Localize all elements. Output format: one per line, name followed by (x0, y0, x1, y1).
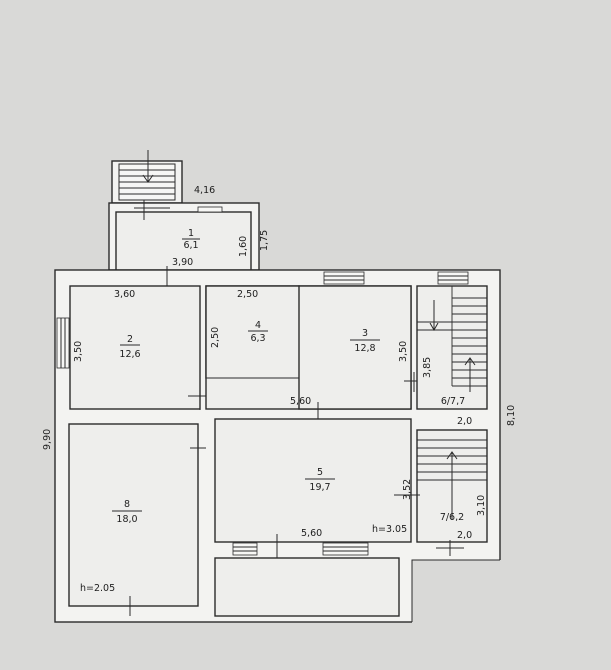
dim-room-4-width: 2,50 (237, 289, 258, 300)
dim-room-6-width: 2,0 (457, 416, 472, 427)
room-7-stairs (416, 429, 488, 556)
dim-room-2-height: 3,50 (73, 341, 84, 362)
dim-room-1-outer: 1,75 (259, 230, 270, 251)
room-2-number: 2 (127, 334, 133, 345)
dim-porch: 4,16 (194, 185, 215, 196)
dim-top: 3,90 (172, 257, 193, 268)
dim-room-1-inner: 1,60 (238, 236, 249, 257)
porch-arrow-head-icon (142, 174, 154, 183)
room-6-label: 6/7,7 (441, 396, 465, 407)
room-1-vestibule (108, 200, 260, 271)
room-2 (69, 285, 201, 410)
room-8-area: 18,0 (116, 514, 137, 525)
room-8-number: 8 (124, 499, 130, 510)
dim-mid: 5,60 (290, 396, 311, 407)
height-room-8: h=2.05 (80, 583, 115, 594)
room-7-label: 7/6,2 (440, 512, 464, 523)
window-bottom-left (232, 542, 258, 556)
room-5-area: 19,7 (309, 482, 330, 493)
lower-room (214, 557, 400, 617)
room-1-area: 6,1 (183, 240, 198, 251)
room-8 (68, 423, 199, 607)
room-5-number: 5 (317, 467, 323, 478)
dim-room-2-width: 3,60 (114, 289, 135, 300)
window-top-room-3 (323, 271, 365, 285)
dim-room-4-height: 2,50 (210, 327, 221, 348)
room-3-area: 12,8 (354, 343, 375, 354)
room-6-stairs (416, 285, 488, 410)
room-5 (214, 418, 412, 543)
room-2-area: 12,6 (119, 349, 140, 360)
dim-room-5-height: 3,52 (402, 479, 413, 500)
room-3-number: 3 (362, 328, 368, 339)
dim-total-right: 8,10 (506, 405, 517, 426)
window-top-stair (437, 271, 469, 285)
dim-stair-height: 3,85 (422, 357, 433, 378)
height-room-5: h=3.05 (372, 524, 407, 535)
porch-stairs (111, 150, 183, 204)
window-bottom-right (322, 542, 369, 556)
window-left-room-2 (56, 317, 70, 369)
dim-room-7-width: 2,0 (457, 530, 472, 541)
room-1-window (197, 206, 223, 213)
dim-bottom: 5,60 (301, 528, 322, 539)
room-4-number: 4 (255, 320, 261, 331)
dim-total-left: 9,90 (42, 429, 53, 450)
room-1-number: 1 (188, 228, 194, 239)
room-4-area: 6,3 (250, 333, 265, 344)
dim-room-7-height: 3,10 (476, 495, 487, 516)
dim-room-3-height: 3,50 (398, 341, 409, 362)
